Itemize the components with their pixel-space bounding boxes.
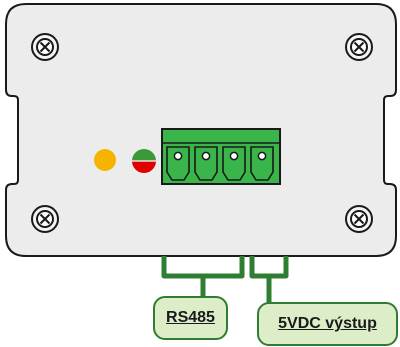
power-wire [249,256,289,304]
wires [161,256,289,304]
screw-top-right-icon [345,33,373,61]
power-output-label-box: 5VDC výstup [257,302,398,346]
terminal-pin-2 [194,146,218,181]
terminal-pins [166,146,274,181]
power-output-label: 5VDC výstup [278,315,377,332]
rs485-wire [161,256,245,298]
rs485-label: RS485 [166,309,215,326]
rs485-label-box: RS485 [153,296,228,340]
terminal-pin-4 [250,146,274,181]
terminal-pin-1 [166,146,190,181]
terminal-pin-3 [222,146,246,181]
screw-bottom-right-icon [345,205,373,233]
led-green-half [132,149,156,161]
led-red-green [132,149,156,173]
screw-top-left-icon [31,33,59,61]
led-red-half [132,161,156,173]
terminal-block-connector [161,128,281,185]
led-yellow [94,149,116,171]
screw-bottom-left-icon [31,205,59,233]
